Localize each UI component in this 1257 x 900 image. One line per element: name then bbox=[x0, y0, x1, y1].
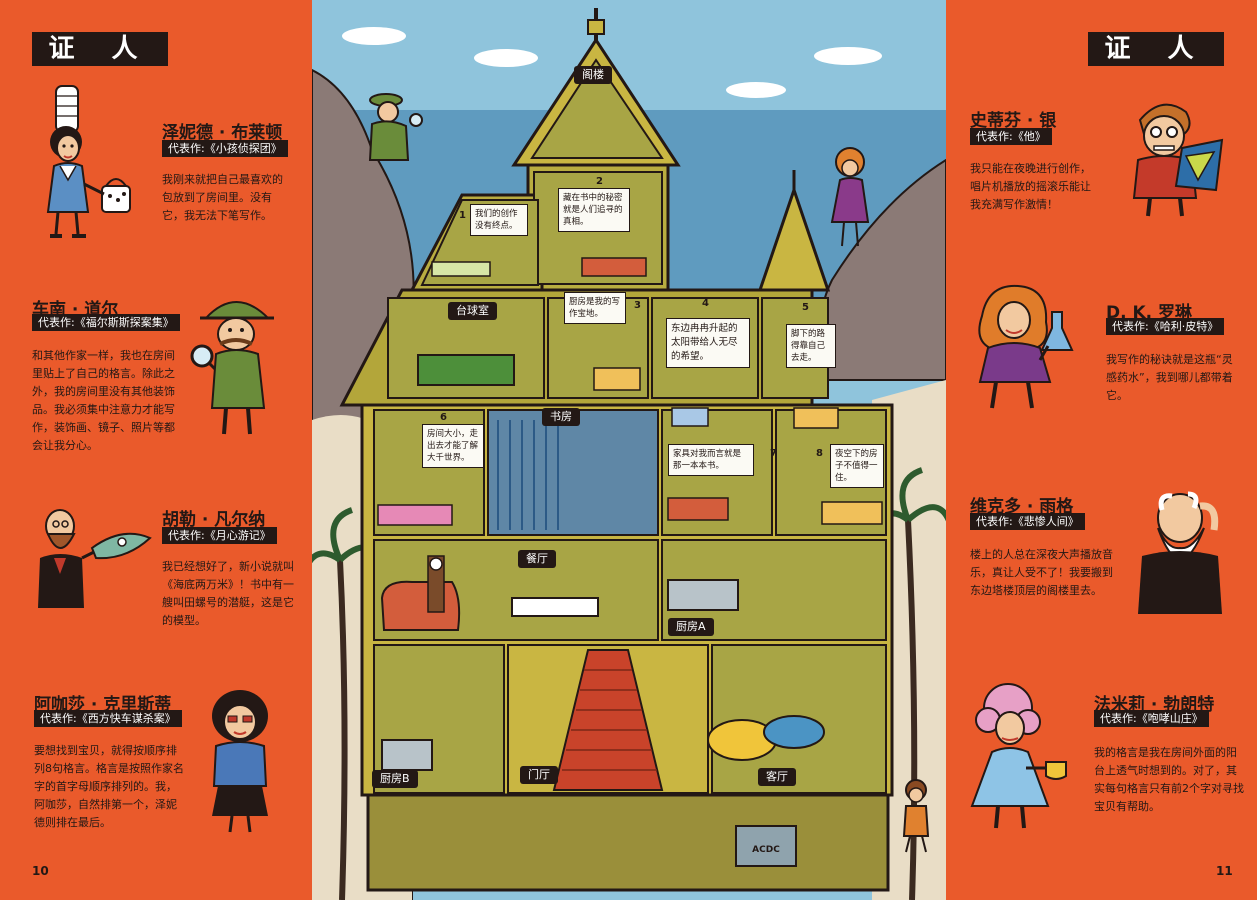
tank-label: ACDC bbox=[752, 845, 780, 855]
room-label-attic: 阁楼 bbox=[574, 66, 612, 84]
rowling-work: 代表作:《哈利·皮特》 bbox=[1106, 318, 1225, 335]
victor-name: 维克多 · 雨格 bbox=[970, 497, 1074, 517]
room-number-6: 6 bbox=[440, 412, 447, 423]
note-7: 家具对我而言就是那一本本书。 bbox=[668, 444, 754, 476]
jules-name: 胡勒 · 凡尔纳 bbox=[162, 510, 266, 530]
room-number-8: 8 bbox=[816, 448, 823, 459]
room-label-kitchen-a: 厨房A bbox=[668, 618, 714, 636]
note-2: 藏在书中的秘密就是人们追寻的真相。 bbox=[558, 188, 630, 232]
jules-quote: 我已经想好了，新小说就叫《海底两万米》！书中有一艘叫田螺号的潜艇，这是它的模型。 bbox=[162, 560, 294, 627]
room-number-2: 2 bbox=[596, 176, 603, 187]
rowling-portrait bbox=[968, 276, 1078, 416]
right-witness-panel: 证 人 史蒂芬 · 银 代表作:《他》 我只能在夜晚进行创作，唱片机播放的摇滚乐… bbox=[946, 0, 1257, 900]
agatha-portrait bbox=[200, 686, 280, 836]
victor-quote: 楼上的人总在深夜大声播放音乐，真让人受不了！我要搬到东边塔楼顶层的阁楼里去。 bbox=[970, 548, 1113, 597]
mansion-illustration: ACDC 阁楼 台球室 书房 餐厅 厨房A 厨房B 门厅 客厅 1 2 3 4 … bbox=[312, 0, 946, 900]
room-label-study: 书房 bbox=[542, 408, 580, 426]
note-6: 房间大小，走出去才能了解大千世界。 bbox=[422, 424, 484, 468]
agatha-quote: 要想找到宝贝，就得按顺序排列8句格言。格言是按照作家名字的首字母顺序排列的。我，… bbox=[34, 744, 184, 829]
victor-portrait bbox=[1122, 480, 1230, 616]
stephen-quote: 我只能在夜晚进行创作，唱片机播放的摇滚乐能让我充满写作激情！ bbox=[970, 162, 1091, 211]
room-number-3: 3 bbox=[634, 300, 641, 311]
note-4: 东边冉冉升起的太阳带给人无尽的希望。 bbox=[666, 318, 750, 368]
stephen-portrait bbox=[1124, 90, 1228, 220]
zenid-work: 代表作:《小孩侦探团》 bbox=[162, 140, 288, 157]
left-section-title: 证 人 bbox=[32, 32, 168, 66]
agatha-work: 代表作:《西方快车谋杀案》 bbox=[34, 710, 182, 727]
room-label-living: 客厅 bbox=[758, 768, 796, 786]
woman-figure bbox=[830, 147, 870, 247]
zenid-quote: 我刚来就把自己最喜欢的包放到了房间里。没有它，我无法下笔写作。 bbox=[162, 173, 283, 222]
right-section-title: 证 人 bbox=[1088, 32, 1224, 66]
note-3: 厨房是我的写作宝地。 bbox=[564, 292, 626, 324]
stephen-name: 史蒂芬 · 银 bbox=[970, 111, 1057, 131]
zenid-name: 泽妮德 · 布莱顿 bbox=[162, 123, 283, 143]
room-number-5: 5 bbox=[802, 302, 809, 313]
room-number-1: 1 bbox=[459, 210, 466, 221]
emily-work: 代表作:《咆哮山庄》 bbox=[1094, 710, 1209, 727]
stephen-work: 代表作:《他》 bbox=[970, 128, 1052, 145]
rowling-quote: 我写作的秘诀就是这瓶“灵感药水”，我到哪儿都带着它。 bbox=[1106, 353, 1233, 402]
boy-figure bbox=[902, 779, 930, 853]
note-8: 夜空下的房子不值得一住。 bbox=[830, 444, 884, 488]
conan-portrait bbox=[186, 282, 286, 442]
emily-quote: 我的格言是我在房间外面的阳台上透气时想到的。对了，其实每句格言只有前2个字对寻找… bbox=[1094, 746, 1244, 813]
emily-portrait bbox=[968, 678, 1078, 836]
room-number-4: 4 bbox=[702, 298, 709, 309]
victor-work: 代表作:《悲惨人间》 bbox=[970, 513, 1085, 530]
jules-work: 代表作:《月心游记》 bbox=[162, 527, 277, 544]
note-1: 我们的创作没有终点。 bbox=[470, 204, 528, 236]
conan-quote: 和其他作家一样，我也在房间里贴上了自己的格言。除此之外，我的房间里没有其他装饰品… bbox=[32, 349, 175, 452]
left-witness-panel: 证 人 泽妮德 · 布莱顿 代表作:《小孩侦探团》 我刚来就把自己最喜欢的包放到… bbox=[0, 0, 312, 900]
room-label-kitchen-b: 厨房B bbox=[372, 770, 418, 788]
zenid-portrait bbox=[40, 84, 140, 244]
right-page-number: 11 bbox=[1216, 864, 1233, 878]
detective-figure bbox=[368, 93, 423, 161]
room-label-billiard: 台球室 bbox=[448, 302, 497, 320]
note-5: 脚下的路得靠自己去走。 bbox=[786, 324, 836, 368]
conan-work: 代表作:《福尔斯斯探案集》 bbox=[32, 314, 180, 331]
room-label-dining: 餐厅 bbox=[518, 550, 556, 568]
jules-portrait bbox=[34, 496, 160, 616]
left-page-number: 10 bbox=[32, 864, 49, 878]
room-number-7: 7 bbox=[770, 448, 777, 459]
room-label-hall: 门厅 bbox=[520, 766, 558, 784]
